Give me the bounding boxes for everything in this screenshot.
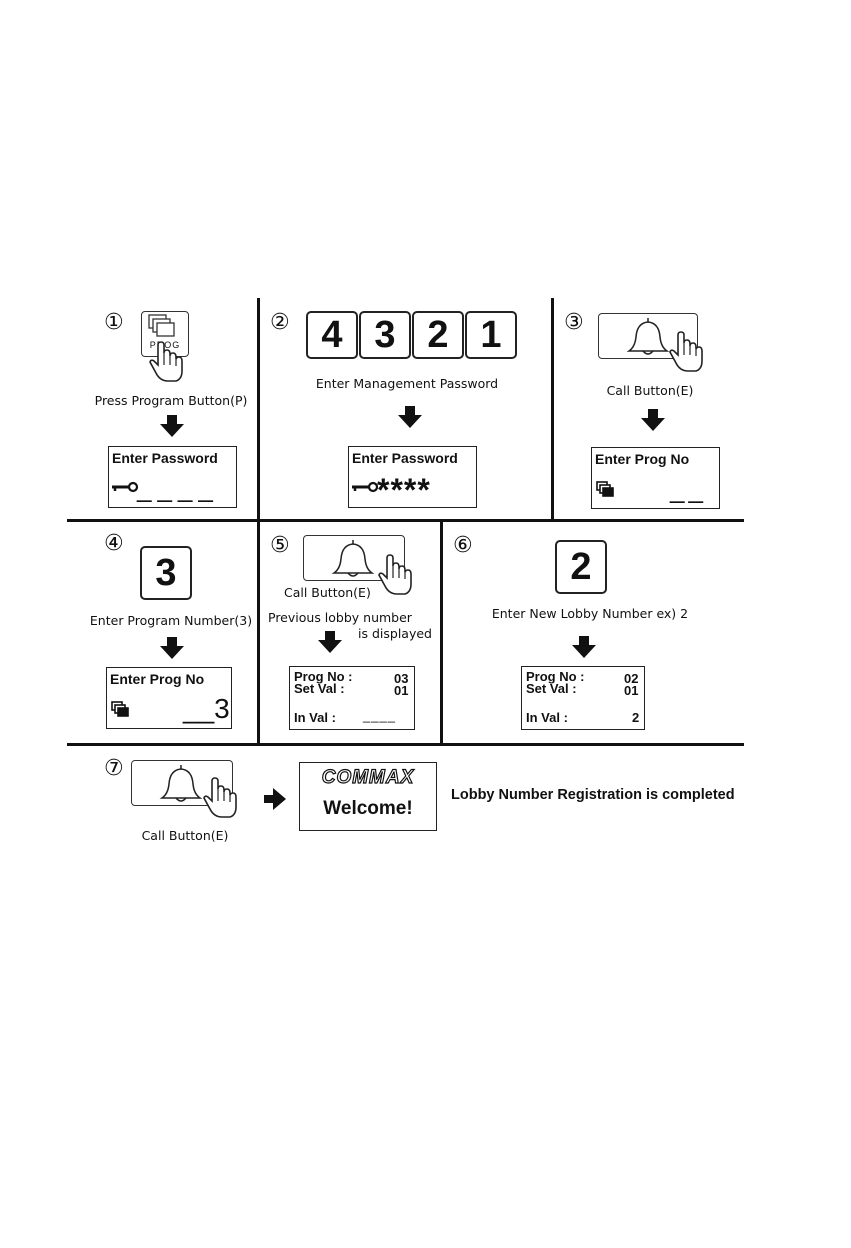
key-3[interactable]: 3 (140, 546, 192, 600)
down-arrow-icon (641, 409, 665, 431)
step-note-line-1: Previous lobby number (268, 610, 412, 625)
hand-pointer-icon (203, 777, 237, 818)
key-1[interactable]: 1 (465, 311, 517, 359)
key-2[interactable]: 2 (412, 311, 464, 359)
lcd-screen: Enter Password **** (348, 446, 477, 508)
lcd-screen: Enter Prog No __3 (106, 667, 232, 729)
down-arrow-icon (572, 636, 596, 658)
key-4[interactable]: 4 (306, 311, 358, 359)
lcd-in-label: In Val : (294, 710, 336, 725)
step-number: ② (270, 310, 290, 335)
prog-button[interactable]: PROG (141, 311, 189, 357)
step-caption: Call Button(E) (284, 585, 371, 600)
down-arrow-icon (398, 406, 422, 428)
step-caption: Enter Program Number(3) (89, 613, 253, 628)
lcd-screen: Enter Prog No __ (591, 447, 720, 509)
lcd-in-value: ____ (363, 708, 396, 723)
divider-v4 (440, 520, 443, 744)
lcd-screen: COMMAX Welcome! (299, 762, 437, 831)
down-arrow-icon (160, 415, 184, 437)
lcd-set-label: Set Val : (294, 681, 345, 696)
lcd-prog-label: Prog No : (294, 669, 353, 684)
hand-pointer-icon (669, 331, 703, 372)
step-number: ① (104, 310, 124, 335)
down-arrow-icon (318, 631, 342, 653)
lcd-prog-label: Prog No : (526, 669, 585, 684)
step-caption: Call Button(E) (141, 828, 229, 843)
lcd-entry: __ (670, 474, 707, 504)
divider-h2 (67, 743, 744, 746)
step-number: ⑦ (104, 756, 124, 781)
down-arrow-icon (160, 637, 184, 659)
lcd-in-label: In Val : (526, 710, 568, 725)
key-icon (352, 481, 379, 493)
hand-pointer-icon (149, 341, 183, 382)
lcd-in-value: 2 (632, 710, 640, 725)
completion-message: Lobby Number Registration is completed (451, 787, 735, 803)
step-number: ④ (104, 531, 124, 556)
program-icon (148, 314, 175, 337)
lcd-title: Enter Prog No (595, 451, 690, 467)
step-number: ③ (564, 310, 584, 335)
program-icon (111, 701, 129, 717)
step-note-line-2: is displayed (358, 626, 432, 641)
welcome-message: Welcome! (323, 798, 413, 819)
key-icon (112, 481, 139, 493)
step-caption: Enter Management Password (315, 376, 499, 391)
lcd-entry: ____ (137, 473, 219, 503)
step-caption: Enter New Lobby Number ex) 2 (491, 606, 689, 621)
lcd-prog-value: 02 (624, 671, 639, 686)
lcd-title: Enter Password (352, 450, 458, 466)
step-caption: Call Button(E) (606, 383, 694, 398)
key-3[interactable]: 3 (359, 311, 411, 359)
lcd-screen: Prog No : 03 Set Val : 01 In Val : ____ (289, 666, 415, 730)
lcd-screen: Prog No : 02 Set Val : 01 In Val : 2 (521, 666, 645, 730)
program-icon (596, 481, 614, 497)
divider-v3 (257, 520, 260, 744)
bell-icon (159, 765, 203, 802)
commax-logo: COMMAX (321, 766, 415, 788)
step-number: ⑤ (270, 533, 290, 558)
lcd-prog-value: 03 (394, 671, 409, 686)
divider-h1 (67, 519, 744, 522)
lcd-screen: Enter Password ____ (108, 446, 237, 508)
bell-icon (331, 540, 375, 577)
bell-icon (626, 318, 670, 355)
step-number: ⑥ (453, 533, 473, 558)
lcd-set-value: 01 (394, 683, 409, 698)
divider-v2 (551, 298, 554, 520)
lcd-set-value: 01 (624, 683, 639, 698)
key-2[interactable]: 2 (555, 540, 607, 594)
step-caption: Press Program Button(P) (94, 393, 248, 408)
divider-v1 (257, 298, 260, 520)
lcd-title: Enter Prog No (110, 671, 205, 687)
lcd-title: Enter Password (112, 450, 218, 466)
hand-pointer-icon (378, 554, 412, 595)
lcd-set-label: Set Val : (526, 681, 577, 696)
lcd-entry: **** (377, 472, 431, 508)
right-arrow-icon (264, 788, 286, 810)
lcd-entry: __3 (183, 693, 230, 724)
